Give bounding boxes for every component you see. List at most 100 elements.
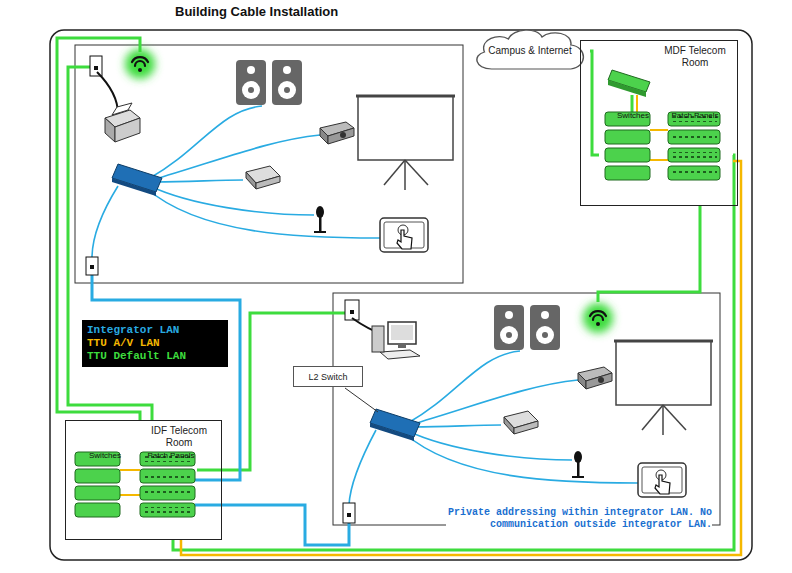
default-lan-wires (68, 67, 152, 420)
outlet-port (90, 265, 94, 269)
outlet-cables (349, 430, 376, 505)
wall-outlet (86, 257, 98, 275)
rack-patch-panels (668, 148, 720, 162)
rack-patch-panels (671, 134, 717, 140)
integrator-lan-wires (195, 505, 349, 545)
cloud-node: Campus & Internet (470, 25, 590, 77)
node-label: Patch Panels (661, 111, 729, 203)
rack-patch-panels (143, 490, 192, 496)
computer (352, 318, 420, 359)
rack-patch-panels (671, 152, 717, 158)
legend-text: TTU A/V LAN (87, 337, 160, 349)
av-lan-wires (120, 494, 140, 496)
rack-patch-panels (143, 507, 192, 513)
wifi-access-point (596, 322, 600, 326)
node-label: Switches (71, 451, 139, 539)
core-switch (608, 70, 650, 97)
node-label: Switches (599, 111, 667, 203)
default-lan-wires (631, 95, 634, 112)
rack-patch-panels (143, 473, 192, 479)
outlet-port (347, 513, 351, 517)
wifi-access-point (138, 68, 142, 72)
building-outline (50, 30, 752, 560)
default-lan-wires (598, 206, 700, 302)
wall-outlet (345, 300, 359, 320)
node-label: MDF Telecom Room (661, 45, 729, 69)
cable-connector (181, 161, 741, 555)
l2-switch-leader (345, 388, 378, 412)
rack-patch-panels (140, 469, 195, 483)
outlet-cables (92, 186, 118, 258)
printer (97, 72, 118, 114)
computer (380, 350, 420, 359)
printer (97, 72, 140, 142)
outlet-port (350, 310, 354, 314)
av-lan-wires (650, 129, 668, 131)
wall-outlet (343, 503, 355, 523)
rack-group: Patch Panels (661, 107, 733, 203)
av-lan-wires (636, 95, 638, 112)
printer (115, 118, 140, 142)
cable-connector (173, 155, 734, 550)
node-label: Campus & Internet (470, 45, 590, 57)
legend-box: Integrator LANTTU A/V LANTTU Default LAN (82, 320, 228, 367)
rack-group: Patch Panels (137, 447, 209, 539)
computer (398, 344, 406, 348)
node-label: IDF Telecom Room (145, 425, 213, 449)
rack-switches (605, 166, 650, 180)
wifi-access-point (135, 61, 145, 66)
rack-patch-panels (668, 166, 720, 180)
printer (105, 118, 115, 142)
outlet-port (90, 66, 354, 517)
diagram-title: Building Cable Installation (175, 4, 338, 19)
rack-group: Switches (71, 447, 143, 539)
integrator-lan-wires (92, 272, 240, 480)
legend-text: TTU Default LAN (87, 350, 186, 362)
illustration (370, 305, 713, 497)
integrator-lan-wires (92, 272, 349, 545)
l2-switch-leader (345, 388, 378, 412)
av-lan-wires (120, 469, 140, 471)
rack-patch-panels (668, 130, 720, 144)
wall-outlet (90, 56, 102, 76)
rack-patch-panels (140, 486, 195, 500)
note-text: Private addressing within integrator LAN… (446, 507, 712, 531)
wifi-access-point (132, 57, 606, 320)
room-outline (75, 45, 463, 283)
rack-switches (605, 148, 650, 162)
room-outline (333, 293, 720, 525)
rack-switches (75, 469, 120, 483)
wifi-access-point (125, 49, 613, 333)
wall-outlet (86, 56, 359, 523)
wifi-access-point (583, 303, 613, 333)
default-lan-wires (57, 38, 700, 470)
wifi-access-point (125, 49, 155, 79)
core-switch (608, 80, 646, 97)
telecom-room: IDF Telecom RoomSwitchesPatch Panels (65, 420, 222, 540)
node-label: L2 Switch (308, 372, 347, 382)
rack-switches (605, 130, 650, 144)
legend-entry: Integrator LAN (87, 324, 223, 337)
rack-switches (75, 503, 120, 517)
illustration (112, 60, 455, 252)
callout-box: L2 Switch (293, 366, 363, 387)
telecom-room: MDF Telecom RoomSwitchesPatch Panels (580, 40, 738, 206)
legend-entry: TTU A/V LAN (87, 337, 223, 350)
printer (112, 103, 132, 115)
outlet-port (94, 66, 98, 70)
computer (372, 326, 384, 352)
legend-entry: TTU Default LAN (87, 350, 223, 363)
rack-switches (75, 486, 120, 500)
legend-text: Integrator LAN (87, 324, 179, 336)
rack-patch-panels (140, 112, 720, 517)
node-label: Patch Panels (137, 451, 205, 539)
rack-patch-panels (140, 503, 195, 517)
rack-group: Switches (599, 107, 671, 203)
rack-patch-panels (671, 170, 717, 176)
computer (388, 322, 416, 344)
cable-connector (590, 51, 599, 155)
